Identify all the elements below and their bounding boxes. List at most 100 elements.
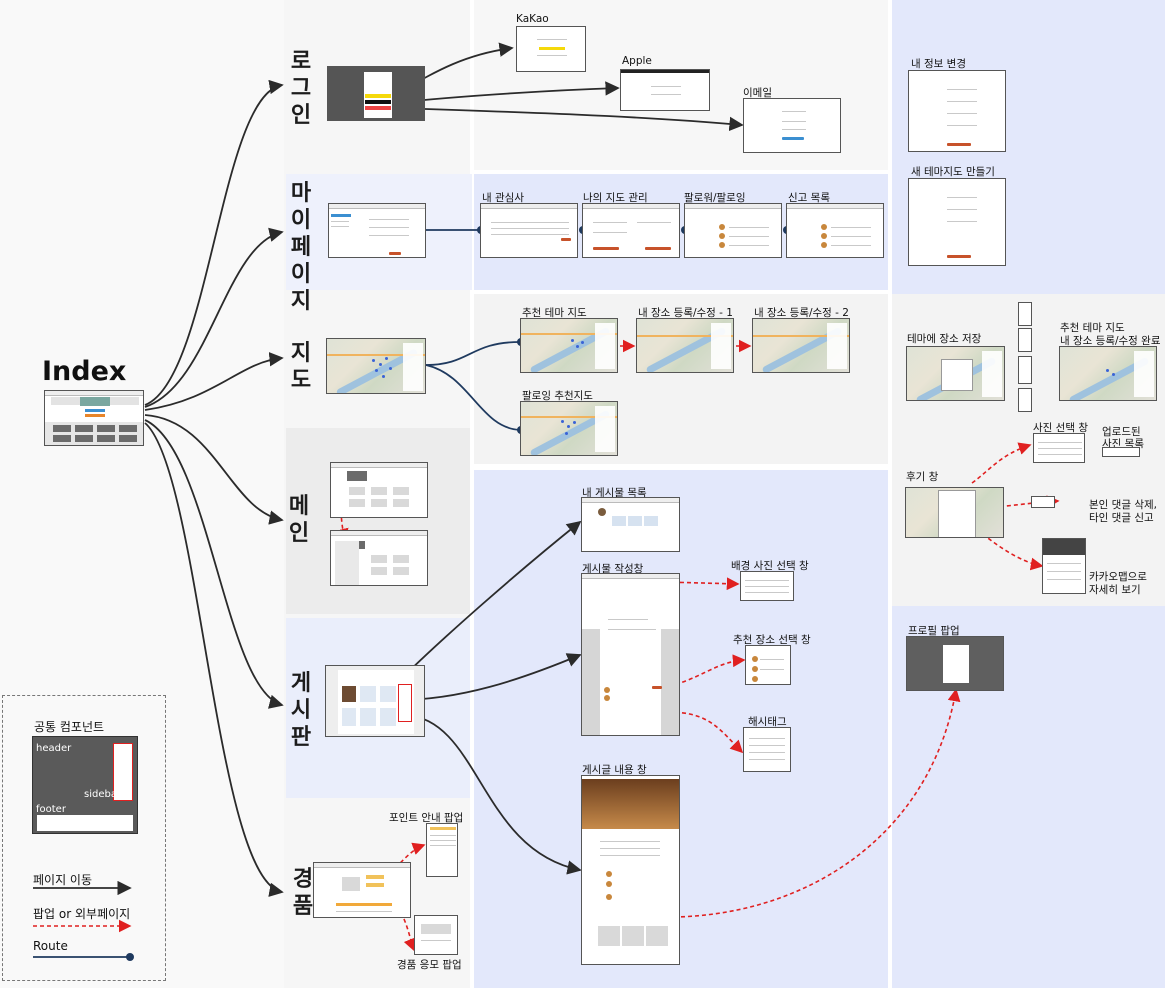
label-theme-done-1: 추천 테마 지도 xyxy=(1060,322,1125,334)
mypage-thumbnail[interactable] xyxy=(328,203,426,258)
photo-select-screen[interactable] xyxy=(1033,433,1085,463)
legend-route: Route xyxy=(33,939,68,953)
label-place-edit-1: 내 장소 등록/수정 - 1 xyxy=(638,307,733,319)
section-login: 로그인 xyxy=(290,49,312,128)
uploaded-list-screen[interactable] xyxy=(1102,447,1140,457)
mobile-screen-1[interactable] xyxy=(1018,302,1032,326)
legend-header: header xyxy=(36,743,72,754)
rec-place-screen[interactable] xyxy=(745,645,791,685)
interest-screen[interactable] xyxy=(480,203,578,258)
label-email: 이메일 xyxy=(743,87,772,99)
panel-board-screens xyxy=(474,470,888,988)
legend-title: 공통 컴포넌트 xyxy=(34,720,105,734)
route-map-bottom xyxy=(425,364,521,431)
my-posts-screen[interactable] xyxy=(581,497,680,552)
prize-popup-screen[interactable] xyxy=(414,915,458,955)
following-map-screen[interactable] xyxy=(520,401,618,456)
map-thumbnail[interactable] xyxy=(326,338,426,394)
route-map-top xyxy=(425,341,521,366)
label-report: 신고 목록 xyxy=(788,192,830,204)
label-recommend-theme: 추천 테마 지도 xyxy=(522,307,587,319)
profile-popup-screen[interactable] xyxy=(906,636,1004,691)
arrow-index-mypage xyxy=(144,227,284,408)
section-prize: 경품 xyxy=(292,867,314,919)
place-edit-1-screen[interactable] xyxy=(636,318,734,373)
my-map-screen[interactable] xyxy=(582,203,680,258)
email-screen[interactable] xyxy=(743,98,841,153)
page-title: Index xyxy=(42,356,127,387)
main-thumbnail-bottom[interactable] xyxy=(330,530,428,586)
index-thumbnail[interactable] xyxy=(44,390,144,446)
common-component-preview xyxy=(32,736,138,834)
section-mypage: 마이페이지 xyxy=(290,181,312,314)
kakao-screen[interactable] xyxy=(516,26,586,72)
write-screen[interactable] xyxy=(581,573,680,736)
label-kakao: KaKao xyxy=(516,13,549,25)
label-my-posts: 내 게시물 목록 xyxy=(582,487,647,499)
label-kakaomap-1: 카카오맵으로 xyxy=(1089,571,1147,583)
arrow-index-board xyxy=(144,419,284,709)
label-profile-popup: 프로필 팝업 xyxy=(908,625,960,637)
label-place-edit-2: 내 장소 등록/수정 - 2 xyxy=(754,307,849,319)
mobile-screen-2[interactable] xyxy=(1018,328,1032,352)
label-following-map: 팔로잉 추천지도 xyxy=(522,390,593,402)
label-theme-done-2: 내 장소 등록/수정 완료 xyxy=(1060,335,1161,347)
label-edit-info: 내 정보 변경 xyxy=(911,58,966,70)
mobile-screen-4[interactable] xyxy=(1018,388,1032,412)
popup-prize xyxy=(391,901,416,952)
arrow-index-prize xyxy=(144,422,284,897)
label-comment-1: 본인 댓글 삭제, xyxy=(1089,499,1157,511)
arrow-index-map xyxy=(144,352,284,411)
section-main: 메인 xyxy=(288,494,310,546)
arrow-index-main xyxy=(144,414,284,525)
comment-popup-screen[interactable] xyxy=(1031,496,1055,508)
label-my-map: 나의 지도 관리 xyxy=(583,192,648,204)
theme-done-screen[interactable] xyxy=(1059,346,1157,401)
legend-footer: footer xyxy=(36,804,66,815)
report-screen[interactable] xyxy=(786,203,884,258)
label-save-to-theme: 테마에 장소 저장 xyxy=(907,333,982,345)
save-to-theme-screen[interactable] xyxy=(906,346,1005,401)
section-map: 지도 xyxy=(290,341,312,393)
label-kakaomap-2: 자세히 보기 xyxy=(1089,584,1141,596)
legend xyxy=(2,695,166,981)
main-thumbnail-top[interactable] xyxy=(330,462,428,518)
label-follow: 팔로워/팔로잉 xyxy=(684,192,746,204)
legend-sidebar: sidebar xyxy=(84,789,122,800)
point-popup-screen[interactable] xyxy=(426,823,458,877)
apple-screen[interactable] xyxy=(620,69,710,111)
popup-hashtag xyxy=(667,711,744,754)
label-write: 게시물 작성창 xyxy=(582,563,644,575)
label-post-view: 게시글 내용 창 xyxy=(582,764,647,776)
follow-screen[interactable] xyxy=(684,203,782,258)
post-view-screen[interactable] xyxy=(581,775,680,965)
arrow-index-login xyxy=(144,79,284,406)
arrow-board-postview xyxy=(405,714,582,875)
login-thumbnail[interactable] xyxy=(327,66,425,121)
mobile-screen-3[interactable] xyxy=(1018,356,1032,384)
recommend-theme-screen[interactable] xyxy=(520,318,618,373)
legend-page-move: 페이지 이동 xyxy=(33,873,93,887)
label-uploaded-1: 업로드된 xyxy=(1102,426,1141,438)
board-thumbnail[interactable] xyxy=(325,665,425,737)
label-review: 후기 창 xyxy=(906,471,939,483)
kakaomap-screen[interactable] xyxy=(1042,538,1086,594)
label-hashtag: 해시태그 xyxy=(748,716,787,728)
popup-profile xyxy=(659,688,961,918)
label-photo-select: 사진 선택 창 xyxy=(1033,422,1088,434)
place-edit-2-screen[interactable] xyxy=(752,318,850,373)
label-new-theme: 새 테마지도 만들기 xyxy=(911,166,995,178)
new-theme-screen[interactable] xyxy=(908,178,1006,266)
edit-info-screen[interactable] xyxy=(908,70,1006,152)
label-point-popup: 포인트 안내 팝업 xyxy=(389,812,464,824)
review-screen[interactable] xyxy=(905,487,1004,538)
label-bg-photo: 배경 사진 선택 창 xyxy=(731,560,809,572)
hashtag-screen[interactable] xyxy=(743,727,791,772)
prize-thumbnail[interactable] xyxy=(313,862,411,918)
label-comment-2: 타인 댓글 신고 xyxy=(1089,512,1154,524)
label-prize-popup: 경품 응모 팝업 xyxy=(397,959,462,971)
label-apple: Apple xyxy=(622,55,652,67)
bg-photo-screen[interactable] xyxy=(740,571,794,601)
popup-photo-select xyxy=(971,442,1032,484)
